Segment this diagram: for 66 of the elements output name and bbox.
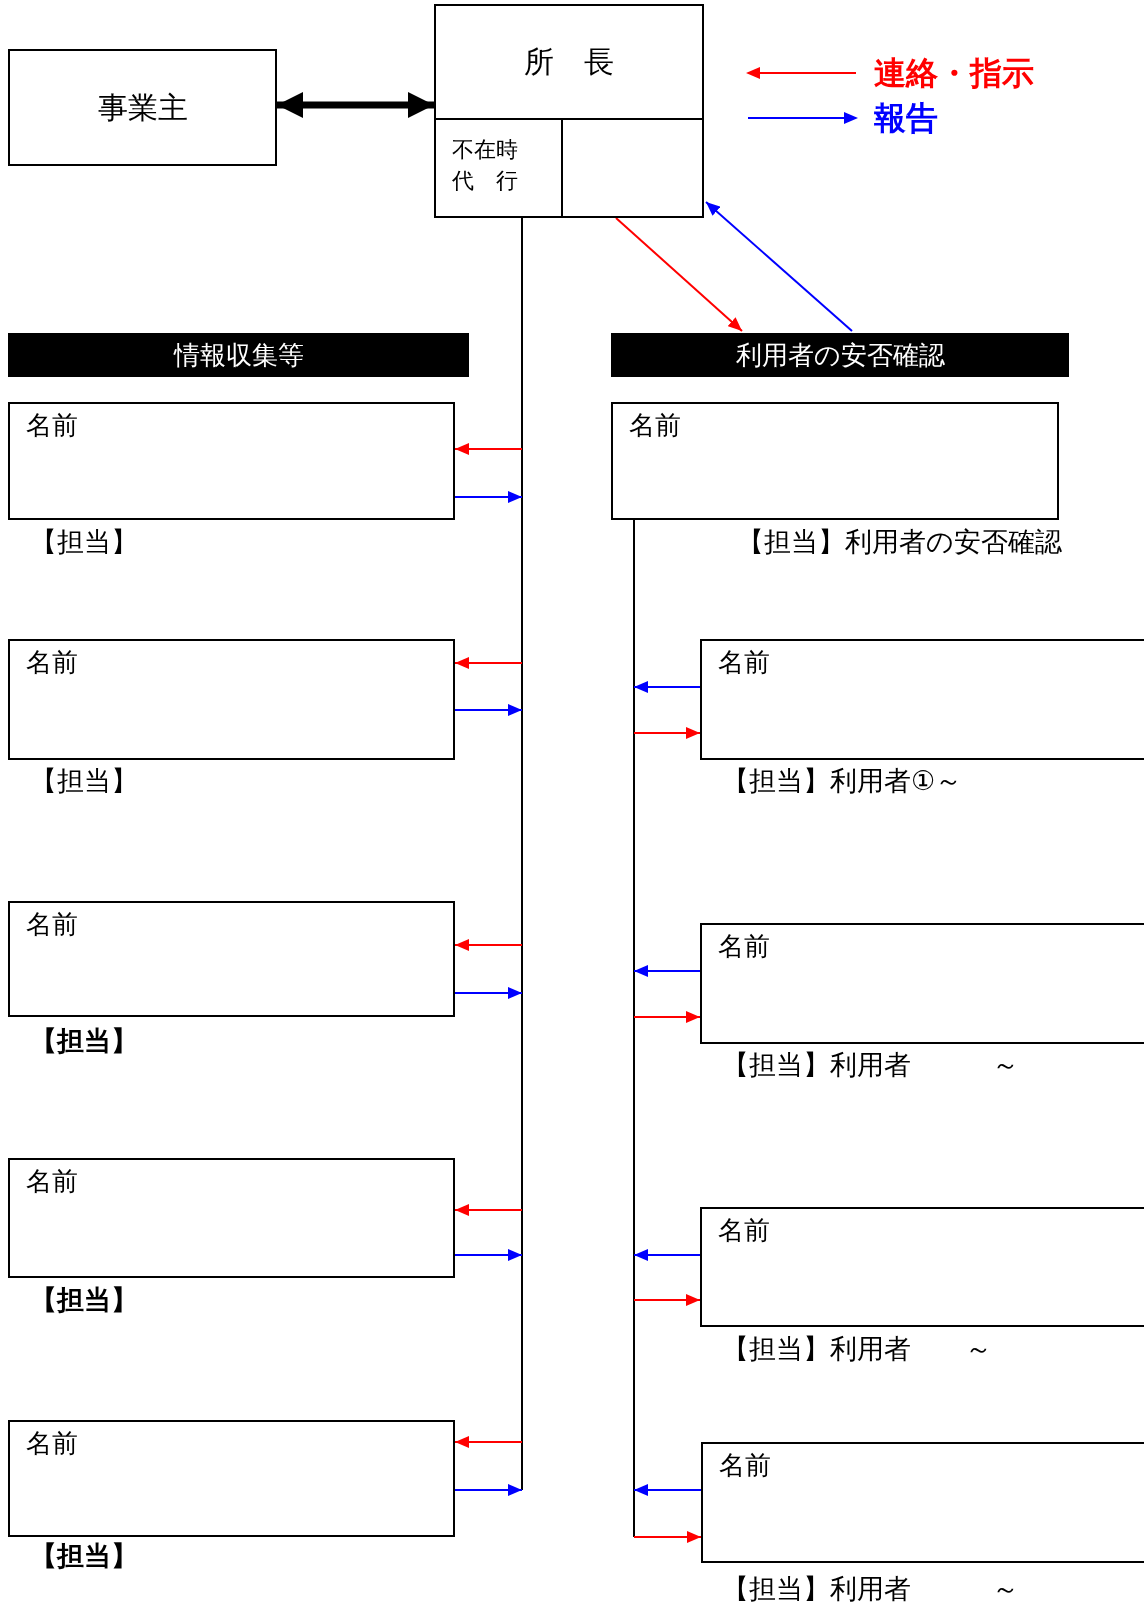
- arrow: [633, 1294, 701, 1306]
- name-box: [8, 1158, 455, 1278]
- arrow: [633, 1249, 701, 1261]
- name-box: [611, 402, 1059, 520]
- name-label: 名前: [719, 1449, 771, 1482]
- deputy-cell: [436, 118, 563, 216]
- name-label: 名前: [718, 930, 770, 963]
- name-label: 名前: [629, 409, 681, 442]
- arrow: [454, 1484, 523, 1496]
- double-arrow: [277, 92, 434, 118]
- arrow: [705, 201, 853, 332]
- box-title: 事業主: [97, 89, 188, 127]
- arrow: [454, 657, 523, 669]
- arrow: [633, 1531, 702, 1543]
- arrow: [633, 681, 701, 693]
- name-box: [700, 923, 1144, 1044]
- arrow: [633, 1011, 701, 1023]
- box-title: 所 長: [523, 44, 615, 80]
- arrow: [454, 491, 523, 503]
- arrow: [633, 727, 701, 739]
- arrow: [615, 217, 743, 332]
- name-box: [8, 901, 455, 1017]
- assignee-caption: 【担当】: [30, 1024, 138, 1058]
- name-box: [700, 1207, 1144, 1327]
- name-box: [8, 402, 455, 520]
- arrow: [454, 1204, 523, 1216]
- header-text: 情報収集等: [173, 338, 304, 372]
- header-text: 利用者の安否確認: [735, 338, 945, 372]
- arrow: [454, 1436, 523, 1448]
- name-label: 名前: [26, 1165, 78, 1198]
- legend-text: 報告: [874, 100, 938, 136]
- name-box: [8, 1420, 455, 1537]
- name-label: 名前: [718, 1214, 770, 1247]
- connector-line: [633, 519, 635, 1538]
- name-box: [8, 639, 455, 760]
- name-label: 名前: [26, 1427, 78, 1460]
- name-box: [700, 639, 1144, 760]
- arrow: [633, 965, 701, 977]
- name-label: 名前: [26, 409, 78, 442]
- assignee-caption: 【担当】利用者 ～: [722, 1048, 1019, 1082]
- assignee-caption: 【担当】: [30, 1283, 138, 1317]
- arrow: [633, 1484, 702, 1496]
- name-label: 名前: [26, 908, 78, 941]
- cell-text: 代 行: [452, 167, 519, 195]
- connector-line: [521, 217, 523, 1491]
- arrow: [454, 987, 523, 999]
- director-box: [434, 4, 704, 218]
- assignee-caption: 【担当】利用者の安否確認: [737, 525, 1062, 559]
- assignee-caption: 【担当】利用者 ～: [722, 1332, 992, 1366]
- arrow: [454, 704, 523, 716]
- arrow: [454, 443, 523, 455]
- section-header: [8, 333, 469, 377]
- name-label: 名前: [26, 646, 78, 679]
- name-label: 名前: [718, 646, 770, 679]
- cell-text: 不在時: [452, 136, 519, 164]
- assignee-caption: 【担当】利用者 ～: [722, 1572, 1019, 1606]
- section-header: [611, 333, 1069, 377]
- assignee-caption: 【担当】: [30, 764, 138, 798]
- assignee-caption: 【担当】利用者①～: [722, 764, 963, 798]
- assignee-caption: 【担当】: [30, 1539, 138, 1573]
- assignee-caption: 【担当】: [30, 525, 138, 559]
- arrow: [454, 939, 523, 951]
- name-box: [701, 1442, 1144, 1563]
- legend-text: 連絡・指示: [874, 55, 1034, 91]
- arrow: [454, 1249, 523, 1261]
- owner-box: [8, 49, 277, 166]
